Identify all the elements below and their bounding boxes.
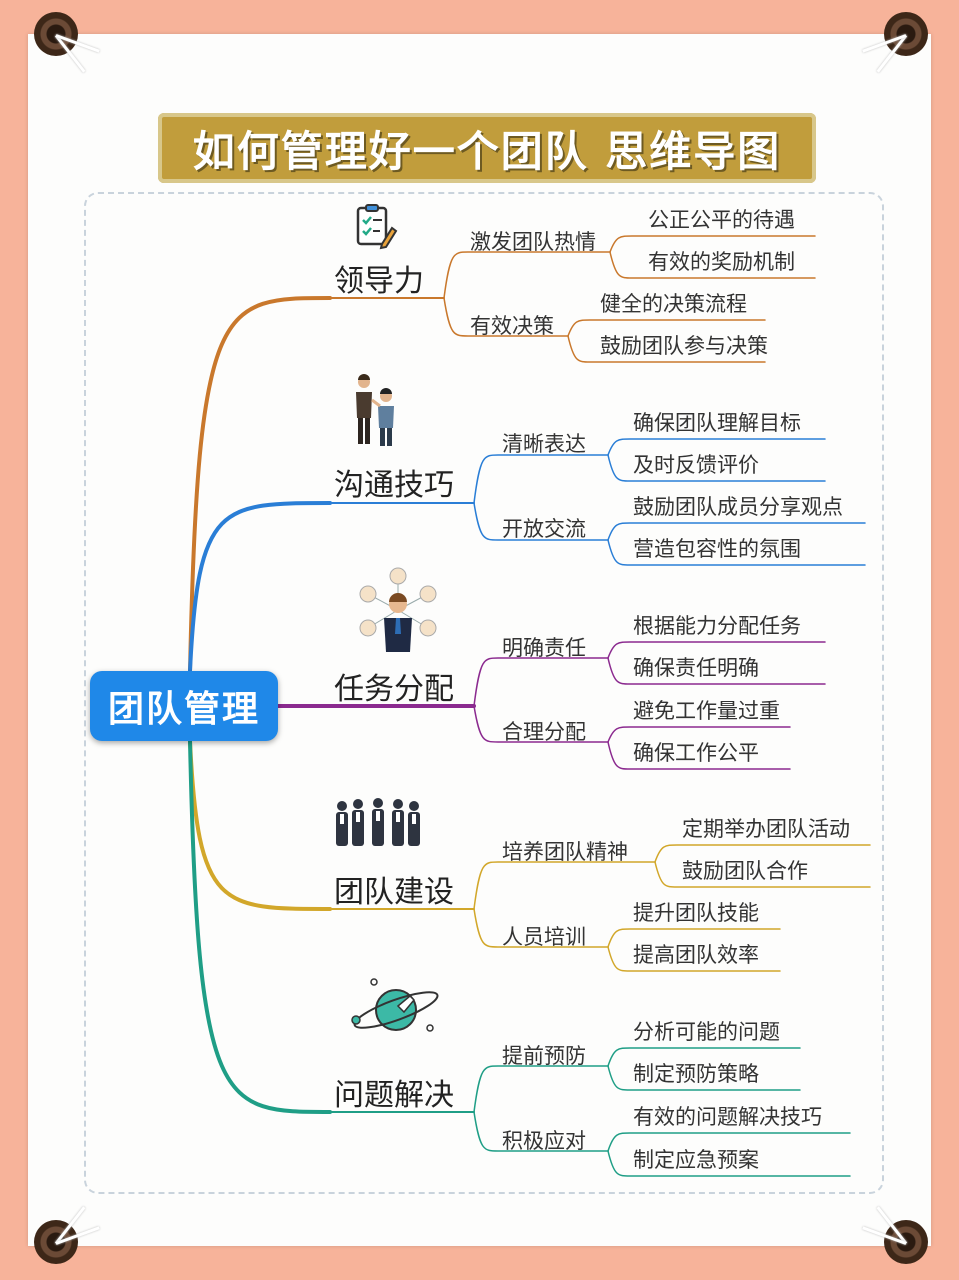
connector-line: [473, 502, 609, 541]
connector-line: [607, 522, 866, 541]
sub-topic-label[interactable]: 积极应对: [502, 1129, 586, 1153]
root-label: 团队管理: [107, 689, 260, 730]
connector-line: [473, 1065, 609, 1113]
leaf-label[interactable]: 鼓励团队成员分享观点: [633, 495, 843, 519]
connector-line: [654, 844, 871, 863]
checklist-icon: [356, 204, 398, 250]
leaf-label[interactable]: 健全的决策流程: [600, 292, 747, 316]
leaf-label[interactable]: 制定预防策略: [633, 1062, 759, 1086]
map-frame: [84, 192, 884, 1194]
corner-grommet-top-right: [884, 12, 928, 56]
business-team-icon: [336, 798, 420, 846]
leaf-label[interactable]: 提升团队技能: [633, 901, 759, 925]
branch-label[interactable]: 领导力: [334, 264, 424, 299]
connector-line: [607, 1150, 851, 1177]
connector-line: [473, 861, 656, 910]
branch-label[interactable]: 任务分配: [334, 672, 454, 707]
leaf-label[interactable]: 鼓励团队参与决策: [600, 334, 768, 358]
branch-label[interactable]: 沟通技巧: [334, 468, 454, 503]
leaf-label[interactable]: 有效的问题解决技巧: [633, 1105, 822, 1129]
sub-topic-label[interactable]: 人员培训: [502, 925, 586, 949]
leaf-label[interactable]: 确保团队理解目标: [633, 411, 801, 435]
title-banner: 如何管理好一个团队 思维导图: [158, 113, 816, 183]
connector-line: [473, 705, 609, 743]
connector-line: [654, 861, 871, 888]
leaf-label[interactable]: 及时反馈评价: [633, 453, 759, 477]
team-network-icon: [359, 567, 437, 652]
leaf-label[interactable]: 定期举办团队活动: [682, 817, 850, 841]
connector-line: [567, 335, 766, 363]
connector-line: [607, 946, 781, 972]
leaf-label[interactable]: 分析可能的问题: [633, 1020, 780, 1044]
sub-topic-label[interactable]: 培养团队精神: [502, 840, 628, 864]
connector-line: [607, 1065, 801, 1091]
connector-line: [443, 297, 569, 337]
connector-line: [188, 739, 332, 911]
sub-topic-label[interactable]: 合理分配: [502, 720, 586, 744]
sub-topic-label[interactable]: 激发团队热情: [470, 230, 596, 254]
sub-topic-label[interactable]: 开放交流: [502, 517, 586, 541]
leaf-label[interactable]: 有效的奖励机制: [648, 250, 795, 274]
connector-line: [567, 319, 766, 337]
connector-line: [473, 1111, 609, 1152]
connector-line: [607, 928, 781, 948]
root-node[interactable]: 团队管理: [90, 671, 278, 741]
connector-line: [188, 501, 332, 673]
leaf-label[interactable]: 确保工作公平: [633, 741, 759, 765]
connector-line: [609, 251, 816, 279]
branch-label[interactable]: 团队建设: [334, 875, 454, 910]
sub-topic-label[interactable]: 清晰表达: [502, 432, 586, 456]
connector-line: [473, 454, 609, 504]
leaf-label[interactable]: 营造包容性的氛围: [633, 537, 801, 561]
sub-topic-label[interactable]: 有效决策: [470, 314, 554, 338]
connector-line: [473, 657, 609, 707]
connector-line: [607, 539, 866, 566]
leaf-label[interactable]: 公正公平的待遇: [648, 208, 795, 232]
branch-label[interactable]: 问题解决: [334, 1078, 454, 1113]
connector-line: [473, 908, 609, 948]
connector-line: [607, 1132, 851, 1152]
two-people-talking-icon: [356, 374, 394, 446]
connector-line: [609, 235, 816, 253]
connector-line: [607, 741, 791, 770]
leaf-label[interactable]: 鼓励团队合作: [682, 859, 808, 883]
connector-line: [188, 296, 332, 673]
connector-line: [607, 454, 826, 482]
leaf-label[interactable]: 根据能力分配任务: [633, 614, 801, 638]
corner-grommet-top-left: [34, 12, 78, 56]
connector-line: [443, 251, 611, 299]
connector-line: [188, 739, 332, 1114]
connector-line: [607, 1047, 801, 1067]
sub-topic-label[interactable]: 提前预防: [502, 1044, 586, 1068]
leaf-label[interactable]: 提高团队效率: [633, 943, 759, 967]
connector-line: [607, 641, 826, 659]
leaf-label[interactable]: 避免工作量过重: [633, 699, 780, 723]
page-title: 如何管理好一个团队 思维导图: [192, 126, 782, 176]
connector-line: [607, 438, 826, 456]
leaf-label[interactable]: 制定应急预案: [633, 1148, 759, 1172]
leaf-label[interactable]: 确保责任明确: [633, 656, 759, 680]
connector-line: [607, 726, 791, 743]
connector-line: [607, 657, 826, 685]
planet-rocket-icon: [351, 978, 439, 1032]
sub-topic-label[interactable]: 明确责任: [502, 636, 586, 660]
